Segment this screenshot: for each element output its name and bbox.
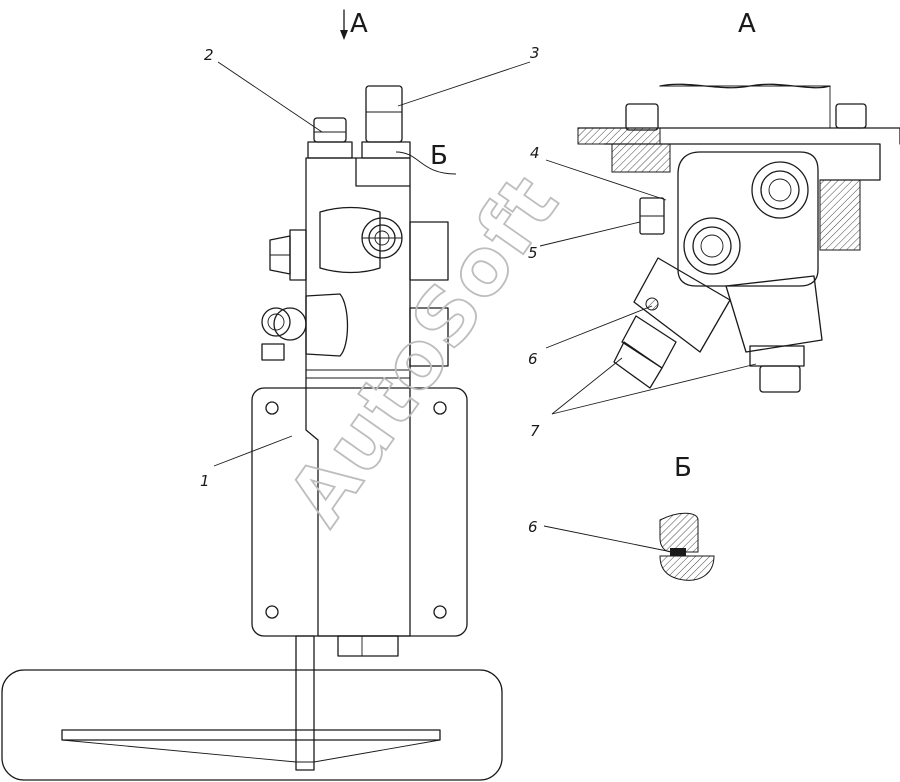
seal-6 [645,297,659,311]
lower-fitting-nut [273,307,307,341]
detail-b [659,512,715,581]
body-step [355,157,411,187]
fitting-7-right [749,345,805,367]
callout-6-view-a: 6 [528,350,538,368]
side-hatch [819,179,861,251]
seal-ring-6 [670,548,686,556]
detail-b-upper [659,512,699,553]
top-fitting-3 [365,85,403,143]
callout-6-detail-b: 6 [528,518,538,536]
callout-2: 2 [204,46,214,64]
lower-fitting-base [261,343,285,361]
view-arrow-a [340,9,348,40]
fitting-a-upper [751,161,809,219]
fitting-7-right-end [759,365,801,393]
callout-7: 7 [530,422,540,440]
detail-b-lower [659,555,715,581]
lower-port-boss [305,293,349,357]
view-a-title: А [738,9,756,39]
view-a [577,83,900,393]
bolt-head-right [835,103,867,129]
right-boss-lower [409,307,449,367]
lower-fitting-hex [261,307,291,337]
top-fitting-3-base [361,141,411,159]
bottom-boss [337,635,399,657]
callout-3: 3 [530,44,540,62]
pedal-rib [61,729,441,741]
plate-hole [433,605,447,619]
fitting-a-lower [683,217,741,275]
control-rod [295,635,315,771]
right-boss-upper [409,221,449,281]
detail-b-title: Б [674,453,692,483]
plate-hole [433,401,447,415]
leader-lines [213,61,757,553]
section-b-marker: Б [430,141,448,171]
callout-5: 5 [528,244,538,262]
callout-4: 4 [530,144,540,162]
left-hex [269,235,291,275]
fitting-7-left-end [613,341,663,389]
top-fitting-2-base [307,141,353,159]
top-fitting-2 [313,117,347,143]
branch-right [725,275,823,353]
upper-port-boss [319,206,381,274]
plate-hole [265,605,279,619]
view-arrow-label: А [350,9,368,39]
pedal-plate [1,669,503,781]
callout-1: 1 [200,472,210,490]
bolt-head-left [625,103,659,131]
section-b-trace [395,151,457,175]
fitting-7-left [621,315,677,369]
plate-hole [265,401,279,415]
fitting-a-lower-nut [692,226,732,266]
valve-body-a [677,151,819,287]
fitting-a-upper-nut [760,170,800,210]
bracket-hatch [611,143,671,173]
left-plug [289,229,307,281]
branch-left [633,257,731,353]
front-view [1,85,503,781]
